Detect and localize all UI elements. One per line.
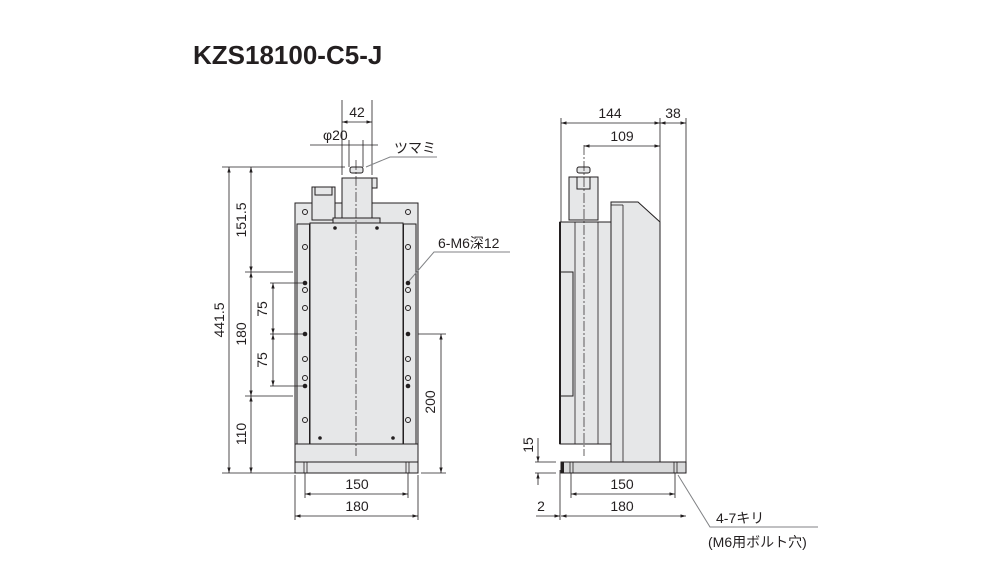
front-view: 42 φ20 441.5 151.5 180 110 75 75	[211, 100, 510, 520]
dim-200: 200	[422, 390, 438, 414]
base-upper	[294, 443, 419, 463]
dim-knob-dia: φ20	[323, 127, 348, 143]
motor	[341, 177, 373, 219]
dim-42: 42	[349, 104, 365, 120]
front-labels: ツマミ 6-M6深12	[365, 140, 510, 282]
dim-151-5: 151.5	[233, 202, 249, 237]
upright	[610, 201, 661, 463]
side-labels: 4-7キリ (M6用ボルト穴)	[677, 474, 818, 550]
dim-150-side: 150	[610, 476, 634, 492]
side-knob	[576, 166, 591, 174]
dim-75-lower: 75	[254, 352, 270, 368]
dim-180-front: 180	[345, 498, 369, 514]
side-dimensions: 144 38 109 15 2 150 180	[520, 105, 687, 520]
side-view: 144 38 109 15 2 150 180 4-7キリ (M6用ボルト穴)	[520, 105, 818, 550]
tapped-holes-label: 6-M6深12	[438, 235, 500, 251]
dim-38: 38	[665, 105, 681, 121]
carriage	[309, 222, 404, 445]
knob	[349, 166, 364, 174]
dim-144: 144	[598, 105, 622, 121]
holes-note: (M6用ボルト穴)	[708, 534, 807, 550]
dim-2: 2	[537, 498, 545, 514]
knob-label: ツマミ	[394, 140, 436, 156]
mount-holes	[302, 209, 411, 440]
dim-75-upper: 75	[254, 301, 270, 317]
dim-441-5: 441.5	[211, 302, 227, 337]
base-plate	[294, 461, 419, 474]
dim-109: 109	[610, 128, 634, 144]
holes-label: 4-7キリ	[716, 510, 764, 526]
front-dimensions: 42 φ20 441.5 151.5 180 110 75 75	[211, 100, 446, 520]
dim-180-side: 180	[610, 498, 634, 514]
dim-150-front: 150	[345, 476, 369, 492]
side-base	[560, 461, 687, 474]
motor-flange	[332, 217, 381, 224]
page-title: KZS18100-C5-J	[193, 40, 382, 70]
dim-15: 15	[520, 437, 536, 453]
dim-110: 110	[233, 423, 249, 446]
dim-180-v: 180	[233, 322, 249, 346]
